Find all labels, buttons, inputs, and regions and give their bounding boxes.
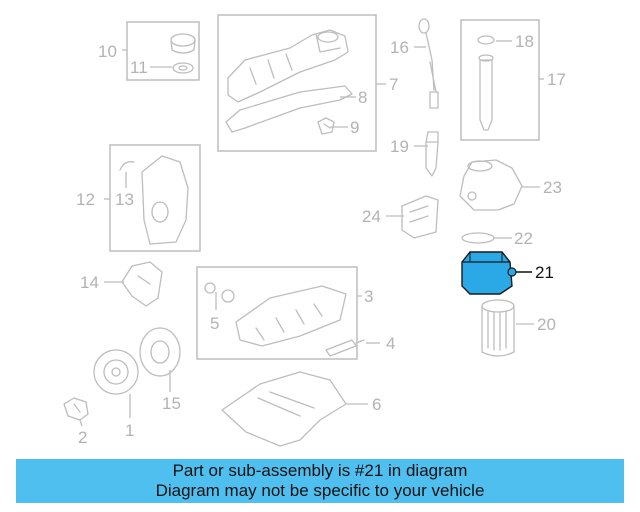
tube-part [478,54,494,131]
callout-12: 12 [76,190,95,209]
oil-filter-part [481,299,515,357]
info-banner: Part or sub-assembly is #21 in diagram D… [16,459,624,503]
callout-5: 5 [210,314,219,333]
housing-gasket-part [461,232,495,244]
callout-19: 19 [390,137,409,156]
oil-cooler-part [461,251,517,295]
sealant-tube-part [325,339,365,357]
o-ring-part [477,35,495,45]
callout-16: 16 [390,38,409,57]
group-box-3 [196,266,358,360]
banner-line-1: Part or sub-assembly is #21 in diagram [172,461,468,480]
drain-plug-part [204,282,235,303]
callout-2: 2 [78,428,87,447]
splash-shield-part [221,371,347,447]
callout-9: 9 [350,118,359,137]
oil-filler-cap-part [170,33,196,74]
callout-3: 3 [364,287,373,306]
oil-filter-housing-part [459,159,523,211]
callout-17: 17 [547,70,566,89]
dipstick-tube-part [425,131,439,177]
timing-cover-part [141,155,189,245]
oil-pan-part [235,285,347,347]
callout-22: 22 [514,229,533,248]
group-box-17 [460,19,540,141]
callout-15: 15 [162,394,181,413]
plate-part [401,195,439,239]
callout-18: 18 [515,32,534,51]
banner-line-2: Diagram may not be specific to your vehi… [155,481,485,500]
callout-1: 1 [125,421,134,440]
callout-6: 6 [372,395,381,414]
group-box-7 [217,14,377,152]
callout-8: 8 [358,88,367,107]
group-box-10-11 [126,21,200,81]
callout-14: 14 [80,273,99,292]
callout-10: 10 [98,42,117,61]
callout-21: 21 [535,263,554,282]
pulley-part [93,349,139,395]
callout-20: 20 [537,315,556,334]
callout-13: 13 [115,190,134,209]
bolt-part [63,397,89,421]
bracket-part [317,117,335,135]
sprocket-part [139,327,181,377]
callout-23: 23 [543,178,562,197]
callout-24: 24 [362,207,381,226]
valve-cover-part [227,29,349,103]
callout-7: 7 [389,75,398,94]
callout-11: 11 [130,58,148,77]
seal-part [119,161,135,171]
group-box-12 [109,144,201,252]
callout-4: 4 [386,334,395,353]
engine-bracket-part [121,261,163,307]
dipstick-part [418,18,439,109]
